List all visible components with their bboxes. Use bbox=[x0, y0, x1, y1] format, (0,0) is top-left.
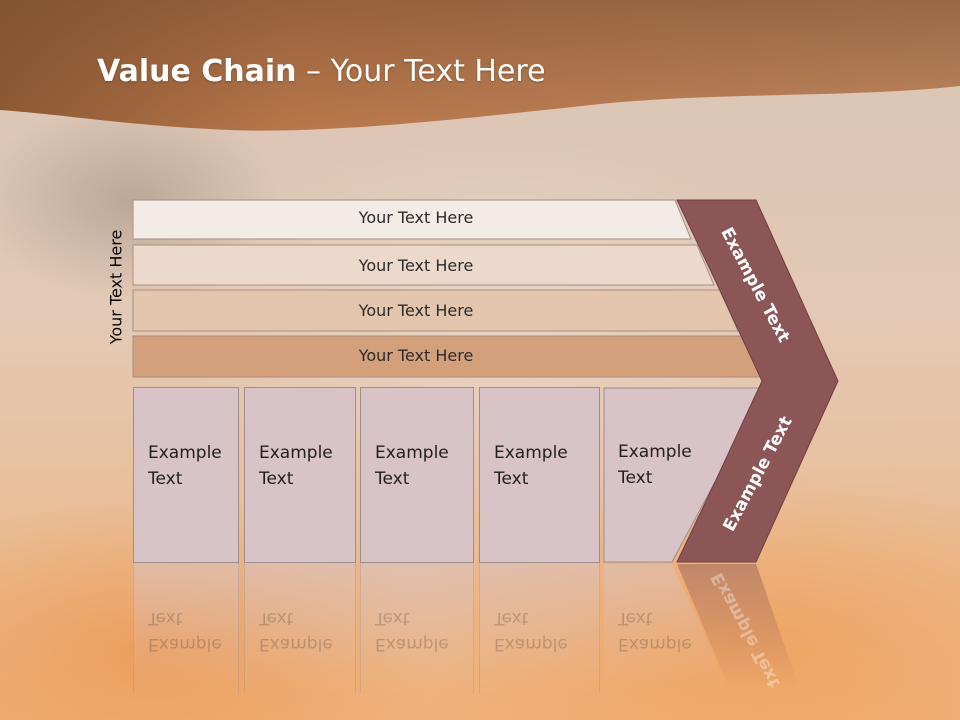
support-band-1-label: Your Text Here bbox=[358, 208, 474, 227]
primary-box-5-reflection bbox=[604, 564, 730, 690]
margin-chevron bbox=[676, 199, 839, 563]
header-banner bbox=[0, 0, 960, 131]
support-band-1 bbox=[132, 199, 692, 240]
support-band-4-label: Your Text Here bbox=[358, 346, 474, 365]
support-band-2 bbox=[132, 244, 715, 286]
support-band-3 bbox=[132, 289, 739, 332]
chevron-reflection bbox=[677, 564, 800, 690]
support-band-2-label: Your Text Here bbox=[358, 256, 474, 275]
page-title: Value Chain – Your Text Here bbox=[97, 54, 546, 89]
support-band-3-label: Your Text Here bbox=[358, 301, 474, 320]
primary-box-5 bbox=[603, 387, 763, 563]
